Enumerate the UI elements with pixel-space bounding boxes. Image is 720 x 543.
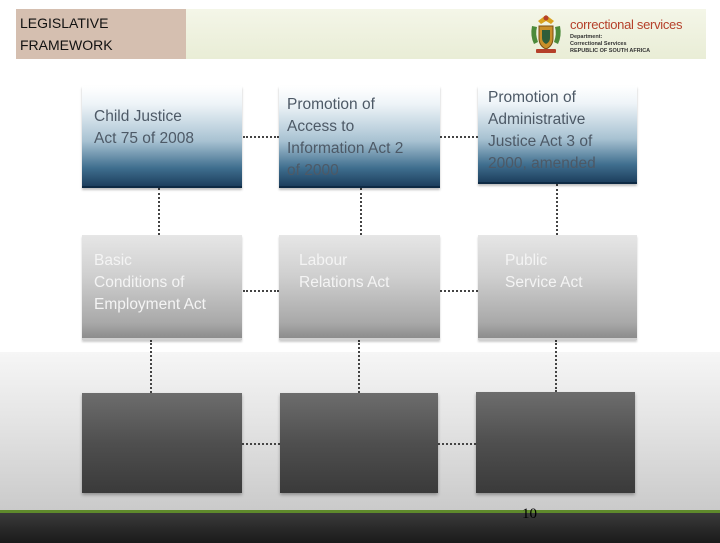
act-box: Child Justice Act 75 of 2008 bbox=[82, 86, 242, 188]
act-box: Public Service Act bbox=[478, 235, 637, 340]
connector-line bbox=[243, 136, 279, 138]
act-label: Labour Relations Act bbox=[299, 252, 390, 291]
connector-line bbox=[358, 340, 360, 393]
header-title-box: LEGISLATIVE FRAMEWORK bbox=[16, 9, 186, 59]
act-label: Child Justice Act 75 of 2008 bbox=[94, 108, 194, 147]
connector-line bbox=[440, 136, 478, 138]
connector-line bbox=[360, 188, 362, 235]
act-label: Promotion of Administrative Justice Act … bbox=[488, 89, 596, 172]
act-box: Promotion of Administrative Justice Act … bbox=[478, 86, 637, 184]
header-band bbox=[186, 9, 706, 59]
act-box: Labour Relations Act bbox=[279, 235, 440, 340]
act-box bbox=[280, 393, 438, 493]
act-box: Promotion of Access to Information Act 2… bbox=[279, 86, 440, 188]
act-label: Basic Conditions of Employment Act bbox=[94, 252, 206, 313]
org-sub-line: Correctional Services bbox=[570, 41, 627, 47]
footer-bar bbox=[0, 510, 720, 543]
connector-line bbox=[556, 184, 558, 235]
connector-line bbox=[243, 290, 279, 292]
coat-of-arms-icon bbox=[531, 15, 561, 53]
act-label: Public Service Act bbox=[505, 252, 583, 291]
act-box bbox=[82, 393, 242, 493]
org-sub-line: REPUBLIC OF SOUTH AFRICA bbox=[570, 48, 651, 54]
act-box: Basic Conditions of Employment Act bbox=[82, 235, 242, 340]
connector-line bbox=[158, 188, 160, 235]
org-subtitle: Department: Correctional Services REPUBL… bbox=[570, 34, 650, 55]
connector-line bbox=[150, 340, 152, 393]
page-number: 10 bbox=[522, 506, 537, 522]
connector-line bbox=[242, 443, 280, 445]
connector-line bbox=[440, 290, 478, 292]
act-label: Promotion of Access to Information Act 2… bbox=[287, 96, 404, 179]
page-title: LEGISLATIVE FRAMEWORK bbox=[20, 15, 113, 53]
connector-line bbox=[555, 340, 557, 392]
org-name: correctional services bbox=[570, 17, 683, 32]
org-sub-line: Department: bbox=[570, 34, 603, 40]
act-box bbox=[476, 392, 635, 493]
connector-line bbox=[438, 443, 476, 445]
